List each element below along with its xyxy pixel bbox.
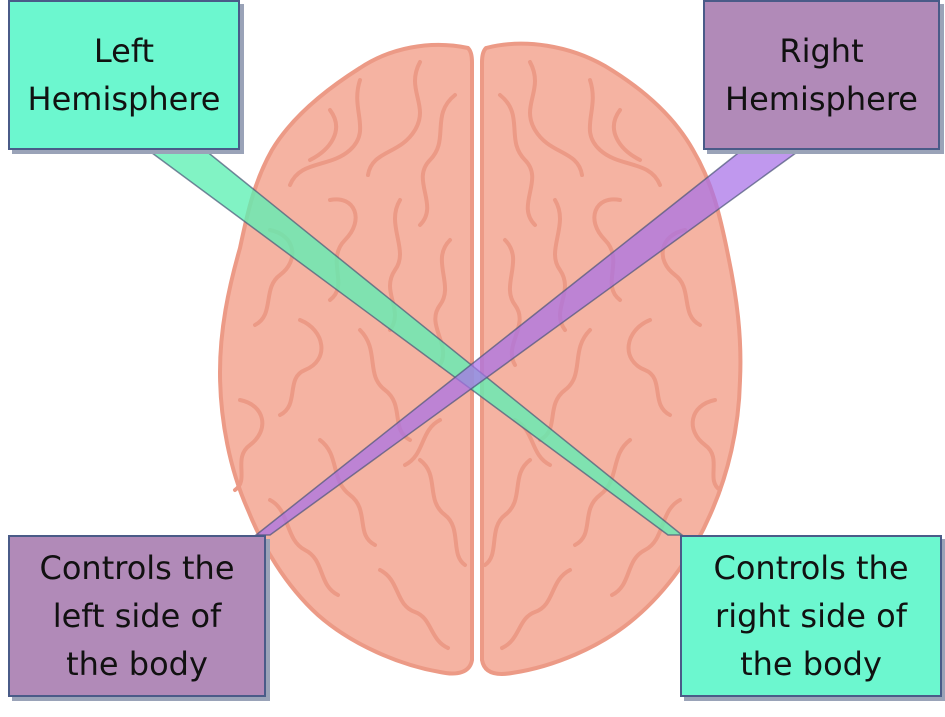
left-hemisphere-line-2: Hemisphere xyxy=(27,80,221,118)
left-body-line-2: left side of xyxy=(52,597,222,635)
right-hemisphere-line-2: Hemisphere xyxy=(725,80,918,118)
right-body-line-1: Controls the xyxy=(713,549,909,587)
right-hemisphere-line-1: Right xyxy=(779,32,864,70)
controls-right-side-label: Controls the right side of the body xyxy=(680,535,942,697)
controls-left-side-label: Controls the left side of the body xyxy=(8,535,266,697)
left-hemisphere-line-1: Left xyxy=(93,32,155,70)
right-body-line-2: right side of xyxy=(715,597,907,635)
left-hemisphere-label: Left Hemisphere xyxy=(8,0,240,150)
right-hemisphere-label: Right Hemisphere xyxy=(703,0,940,150)
right-hemisphere-connector-beam xyxy=(253,149,803,536)
left-body-line-1: Controls the xyxy=(39,549,235,587)
right-body-line-3: the body xyxy=(740,645,882,683)
right-brain-hemisphere-shape xyxy=(480,41,743,676)
left-body-line-3: the body xyxy=(66,645,208,683)
